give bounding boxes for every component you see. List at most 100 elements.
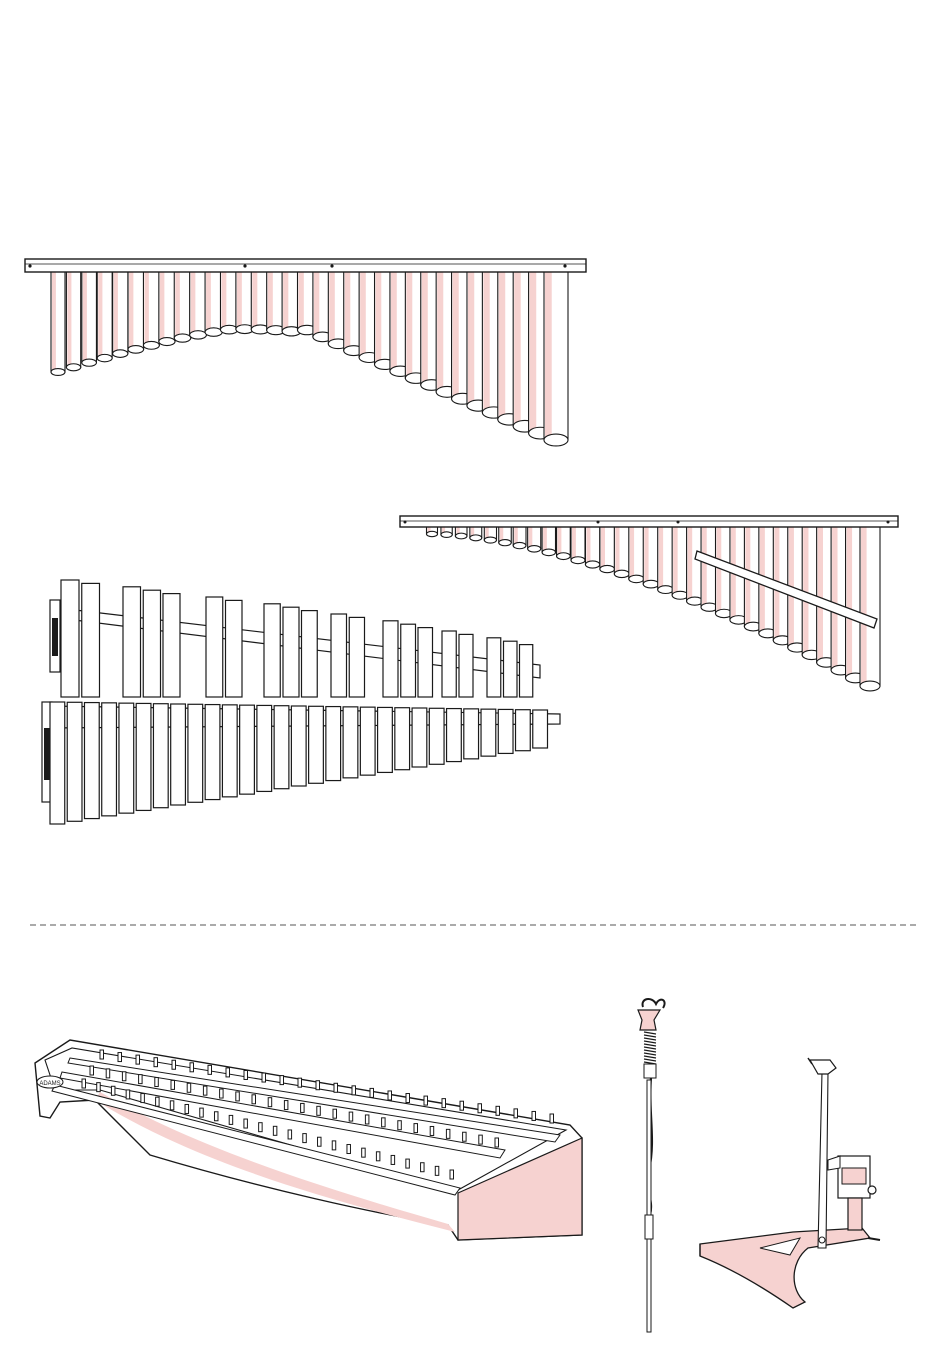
bar-post bbox=[284, 1101, 288, 1110]
accidental-bar bbox=[487, 638, 501, 697]
bar-post bbox=[333, 1109, 337, 1118]
resonator-tube-shade bbox=[453, 268, 459, 399]
natural-bar bbox=[464, 709, 479, 759]
bar-post bbox=[298, 1078, 302, 1087]
resonator-tube-opening bbox=[614, 570, 629, 577]
resonator-tube bbox=[51, 268, 65, 375]
accidental-bar bbox=[442, 631, 456, 697]
resonator-tube-shade bbox=[175, 268, 180, 338]
bar-post bbox=[208, 1065, 212, 1074]
resonator-tube-shade bbox=[299, 268, 304, 330]
rail-screw bbox=[404, 521, 407, 524]
bar-post bbox=[388, 1091, 392, 1100]
bar-post bbox=[347, 1145, 351, 1154]
resonator-tube-opening bbox=[860, 681, 880, 691]
resonator-tube-opening bbox=[499, 540, 512, 546]
resonator-tube-opening bbox=[513, 542, 526, 548]
resonator-tube-shade bbox=[144, 268, 148, 345]
bar-post bbox=[82, 1079, 86, 1088]
bar-post bbox=[136, 1055, 140, 1064]
accidental-bar bbox=[331, 614, 347, 697]
bar-post bbox=[106, 1069, 110, 1078]
resonator-tube bbox=[190, 268, 207, 339]
bar-post bbox=[421, 1163, 425, 1172]
resonator-tube-opening bbox=[585, 561, 599, 568]
resonator-tube bbox=[629, 525, 644, 583]
resonator-tube bbox=[128, 268, 144, 353]
resonator-tube-shade bbox=[345, 268, 351, 351]
resonator-tube-shade bbox=[558, 525, 562, 556]
bar-post bbox=[398, 1121, 402, 1130]
resonator-tube-shade bbox=[437, 268, 443, 392]
frame-logo-text: ADAMS bbox=[39, 1081, 60, 1087]
bar-post bbox=[273, 1126, 277, 1135]
bar-post bbox=[391, 1155, 395, 1164]
bar-post bbox=[172, 1060, 176, 1069]
natural-bar bbox=[343, 707, 358, 778]
rod-collar bbox=[644, 1064, 656, 1078]
natural-bar bbox=[171, 704, 186, 805]
bar-post bbox=[236, 1092, 240, 1101]
resonator-tube-shade bbox=[422, 268, 428, 385]
resonator-tube-shade bbox=[545, 268, 552, 440]
accidental-bar bbox=[349, 617, 364, 697]
bar-post bbox=[332, 1141, 336, 1150]
bar-post bbox=[155, 1078, 159, 1087]
resonator-tube-shade bbox=[252, 268, 257, 329]
natural-bar bbox=[257, 705, 272, 791]
bar-post bbox=[141, 1094, 145, 1103]
bar-post bbox=[460, 1101, 464, 1110]
bar-post bbox=[463, 1132, 467, 1141]
natural-bar bbox=[67, 702, 82, 821]
resonator-tube-opening bbox=[542, 549, 555, 556]
rod-hook bbox=[643, 999, 665, 1008]
thread-turn bbox=[644, 1041, 656, 1043]
natural-bar bbox=[309, 706, 324, 783]
bar-post bbox=[229, 1115, 233, 1124]
bar-post bbox=[318, 1137, 322, 1146]
natural-bar bbox=[360, 707, 375, 775]
resonator-tube bbox=[614, 525, 629, 578]
bar-post bbox=[301, 1103, 305, 1112]
rail-screw bbox=[597, 521, 600, 524]
resonator-tube-shade bbox=[514, 268, 521, 426]
bar-post bbox=[496, 1106, 500, 1115]
natural-bar bbox=[498, 709, 513, 753]
bar-post bbox=[244, 1070, 248, 1079]
bar-post bbox=[170, 1101, 174, 1110]
resonator-tube-opening bbox=[544, 434, 568, 446]
rail-screw bbox=[677, 521, 680, 524]
resonator-tube bbox=[82, 268, 97, 366]
natural-bar bbox=[378, 707, 393, 772]
bar-post bbox=[376, 1152, 380, 1161]
resonator-tube-shade bbox=[688, 525, 693, 601]
resonator-tube-opening bbox=[82, 359, 97, 366]
natural-bar bbox=[516, 710, 531, 751]
natural-bar bbox=[395, 708, 410, 770]
resonator-tube-shade bbox=[644, 525, 648, 584]
bar-post bbox=[365, 1115, 369, 1124]
resonator-tube-shade bbox=[329, 268, 334, 344]
resonator-tube bbox=[658, 525, 674, 594]
bar-post bbox=[435, 1166, 439, 1175]
resonator-tube bbox=[113, 268, 128, 357]
resonator-tube bbox=[600, 525, 615, 573]
thread-turn bbox=[644, 1047, 656, 1049]
thread-turn bbox=[644, 1053, 656, 1055]
lower-rail-endcap-detail bbox=[44, 728, 50, 780]
resonator-tubes-top bbox=[51, 268, 568, 446]
resonator-tube-shade bbox=[221, 268, 226, 330]
resonator-tube bbox=[542, 525, 555, 556]
natural-bars bbox=[50, 702, 548, 824]
resonator-tube-shade bbox=[673, 525, 678, 595]
bar-post bbox=[442, 1099, 446, 1108]
resonator-tube-opening bbox=[220, 325, 237, 334]
bar-post bbox=[244, 1119, 248, 1128]
resonator-tube-opening bbox=[128, 346, 144, 354]
resonator-tube-shade bbox=[586, 525, 590, 565]
resonator-tube-shade bbox=[114, 268, 118, 354]
bar-post bbox=[479, 1135, 483, 1144]
rail-screw bbox=[563, 264, 566, 267]
bar-post bbox=[280, 1076, 284, 1085]
resonator-tube-shade bbox=[314, 268, 319, 337]
